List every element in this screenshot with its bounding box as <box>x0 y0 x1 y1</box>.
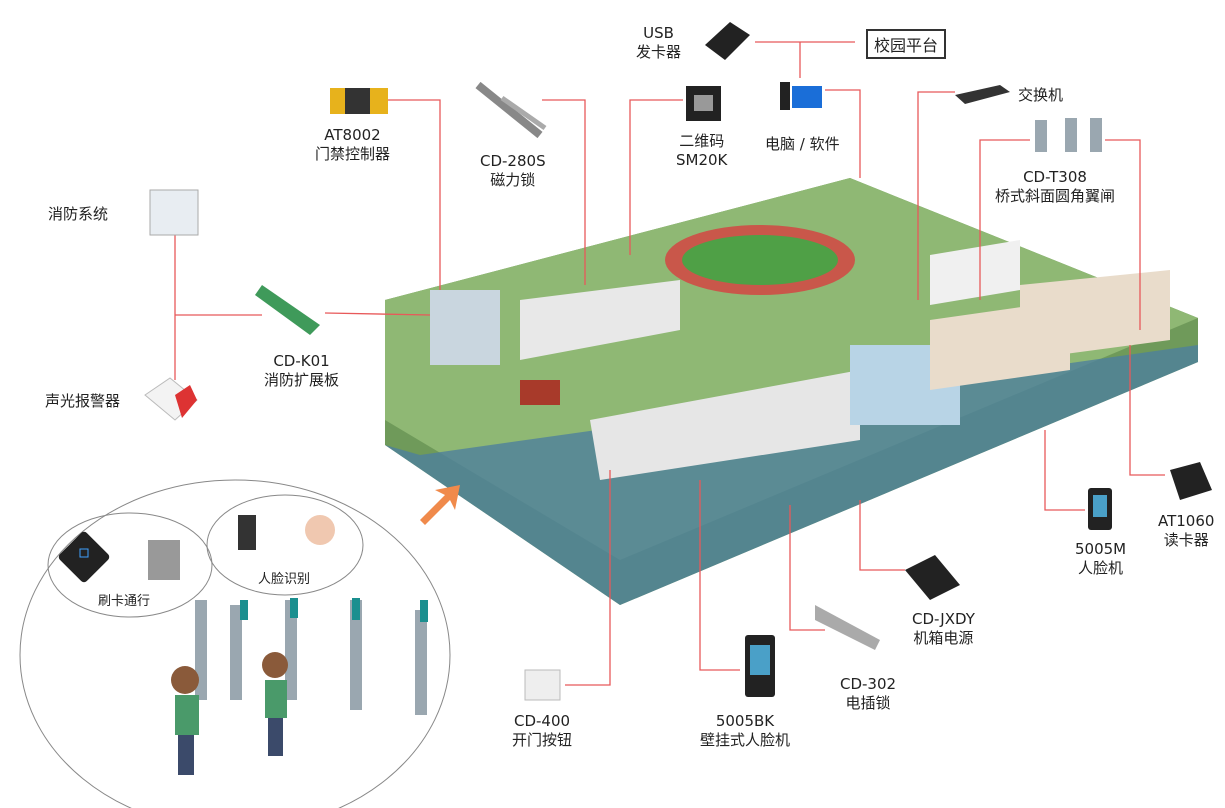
building <box>430 290 500 365</box>
pc-label: 电脑 / 软件 <box>765 135 840 153</box>
building <box>520 280 680 360</box>
device-icons <box>144 22 1212 701</box>
face-icon <box>305 515 335 545</box>
arrow-icon <box>420 485 460 525</box>
switch-label: 交换机 <box>1018 86 1064 104</box>
campus-platform-box: 校园平台 <box>866 29 947 59</box>
inset-scene <box>19 479 460 808</box>
computer-icon <box>780 82 790 110</box>
fire-system-label: 消防系统 <box>48 205 109 223</box>
face-terminal-icon <box>238 515 256 550</box>
card-pass-label: 刷卡通行 <box>98 594 151 609</box>
turnstile-icon <box>1035 118 1102 152</box>
alarm-label: 声光报警器 <box>45 392 121 410</box>
expansion-board-icon <box>255 285 320 335</box>
card-swipe-icon <box>148 540 180 580</box>
face-recognition-label: 人脸识别 <box>258 572 311 587</box>
connection-lines <box>174 41 1165 686</box>
switch-icon <box>955 85 1010 104</box>
at1060-reader-icon <box>1170 462 1212 500</box>
usb-card-issuer-icon <box>705 22 750 60</box>
building <box>590 370 860 480</box>
exit-button-icon <box>524 669 561 701</box>
power-supply-icon <box>905 555 960 600</box>
electric-bolt-lock-icon <box>815 605 880 650</box>
students <box>171 652 288 775</box>
football-field <box>682 235 838 285</box>
campus-aerial-view <box>385 178 1198 605</box>
magnetic-lock-icon <box>475 81 543 139</box>
fire-system-icon <box>149 189 199 236</box>
building <box>1020 270 1170 360</box>
